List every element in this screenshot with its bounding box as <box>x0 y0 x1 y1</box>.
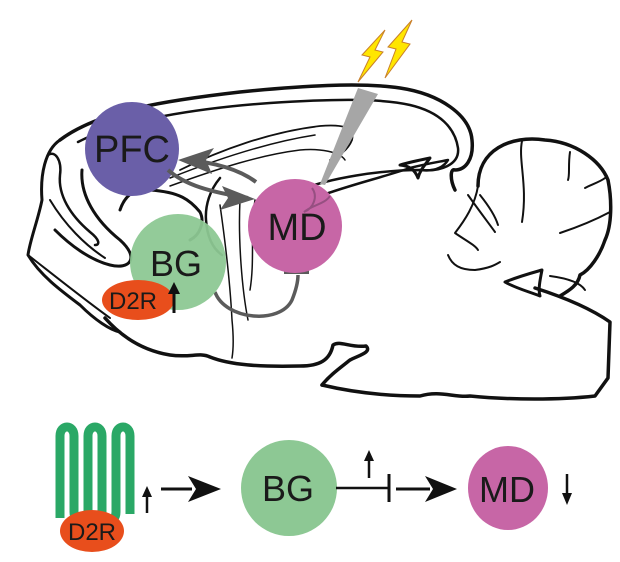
frontal-inner-2 <box>27 254 111 319</box>
olfactory-line <box>46 152 100 247</box>
lightning-bolt-icon <box>357 29 386 83</box>
pfc-label: PFC <box>94 129 170 171</box>
cerebellum-fold-3 <box>584 177 606 189</box>
bottom-bg-node: BG <box>241 440 337 536</box>
ventral-outline <box>103 316 370 387</box>
md-circle <box>248 179 342 273</box>
bottom-bg-circle <box>241 440 337 536</box>
bottom-md-node: MD <box>468 446 572 530</box>
cerebellum-fold-5 <box>454 185 479 251</box>
olfactory-inner <box>49 199 106 259</box>
bottom-md-label: MD <box>479 469 535 510</box>
md-to-pfc-arrowhead <box>178 148 214 174</box>
cerebellum-outline <box>476 137 613 298</box>
fourth-ventricle <box>503 268 544 298</box>
cerebellum-fold-2 <box>567 151 571 181</box>
pfc-region: PFC <box>85 102 179 196</box>
striatal-fibers-2 <box>238 199 249 321</box>
bottom-md-circle <box>468 446 548 530</box>
pfc-circle <box>85 102 179 196</box>
bg-output-up-arrow-icon <box>364 450 374 478</box>
d2r-receptor: D2R <box>55 422 152 552</box>
receptor-helices-icon <box>55 422 135 526</box>
fiber-line-1 <box>169 134 316 179</box>
receptor-up-arrow-icon <box>142 486 152 513</box>
receptor-d2r-ellipse <box>60 510 124 552</box>
brainstem-outline <box>320 286 612 401</box>
cerebellum-fold-8 <box>447 254 501 271</box>
pfc-to-md-arrowhead <box>220 186 255 210</box>
md-label: MD <box>267 207 326 249</box>
d2r-ellipse <box>102 280 174 320</box>
bg-inhibition-output <box>336 450 391 502</box>
arrow-bg-to-md-icon <box>396 476 457 502</box>
arrow-receptor-to-bg-icon <box>161 476 221 502</box>
colliculus-notch <box>398 156 432 180</box>
lightning-bolt-icon-2 <box>384 19 413 79</box>
bg-to-md-inhibition <box>213 274 300 318</box>
receptor-d2r-label: D2R <box>68 519 116 546</box>
md-region: MD <box>248 179 342 273</box>
d2r-up-arrow-icon <box>168 282 180 313</box>
d2r-label: D2R <box>109 288 157 315</box>
cerebellum-fold-7 <box>467 194 496 233</box>
projection-arrows <box>166 148 309 318</box>
cortex-outline <box>58 83 475 192</box>
cerebellum-fold-6 <box>479 194 499 226</box>
md-down-arrow-icon <box>562 474 572 505</box>
bg-label: BG <box>150 243 202 284</box>
cerebellum-fold-9 <box>549 275 586 291</box>
electrode-tip-outline <box>303 187 331 213</box>
d2r-region: D2R <box>102 280 180 320</box>
cerebellum-fold-1 <box>520 140 525 223</box>
electrode-icon <box>320 88 378 185</box>
striatal-fibers-1 <box>219 204 234 359</box>
bottom-bg-label: BG <box>262 468 314 509</box>
stimulation-electrode <box>303 19 413 213</box>
cerebellum-fold-4 <box>559 211 611 234</box>
